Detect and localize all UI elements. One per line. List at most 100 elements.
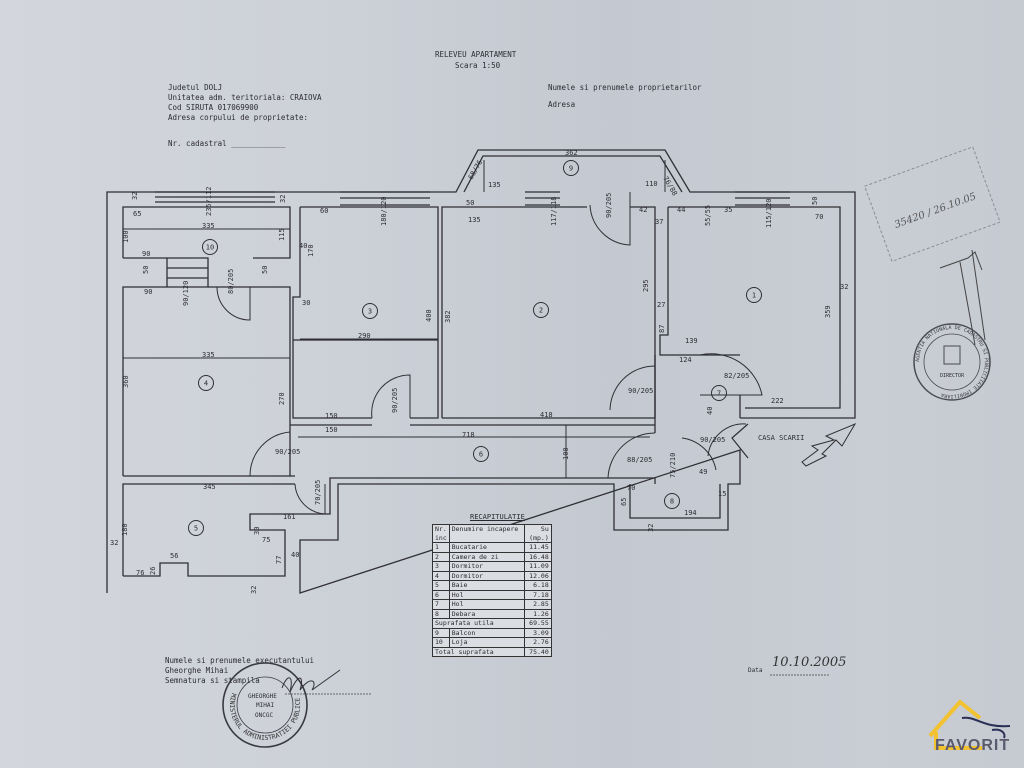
dimension-label: 90 xyxy=(144,288,152,296)
room-number: 10 xyxy=(206,244,214,252)
dimension-label: 35 xyxy=(724,206,732,214)
cadastre-stamp: AGENTIA NATIONALA DE CADASTRU SI PUBLICI… xyxy=(913,323,991,401)
room-number-circle xyxy=(563,160,579,176)
room-1-outline xyxy=(659,206,841,409)
cell-name: Debara xyxy=(448,608,525,619)
cell-nr: 2 xyxy=(432,551,450,562)
stamp-org: ONCGC xyxy=(255,712,273,719)
dimension-label: 335 xyxy=(202,222,215,230)
room-number: 9 xyxy=(569,165,573,173)
room-number: 8 xyxy=(670,498,674,506)
hall-6-outline xyxy=(290,418,656,484)
owners-label: Numele si prenumele proprietarilor xyxy=(548,83,702,92)
dimension-label: 295 xyxy=(642,279,650,292)
cell-nr: 8 xyxy=(432,608,450,619)
north-arrow-icon xyxy=(801,422,857,467)
dimension-label: 222 xyxy=(771,397,784,405)
dimension-label: 90/120 xyxy=(182,281,190,306)
room-number-circle xyxy=(533,302,549,318)
door-arc xyxy=(589,192,631,246)
cell-su: 16.48 xyxy=(523,551,552,562)
cell-nr: 10 xyxy=(432,637,450,648)
room-number-circle xyxy=(202,239,218,255)
dimension-label: 359 xyxy=(824,305,832,318)
room-3-outline xyxy=(292,206,439,419)
dimension-label: 290 xyxy=(358,332,371,340)
dimension-label: 418 xyxy=(540,411,553,419)
room-number-circle xyxy=(746,287,762,303)
door-arc xyxy=(707,423,747,457)
walls xyxy=(106,149,856,594)
dimension-label: 56 xyxy=(170,552,178,560)
date-value: 10.10.2005 xyxy=(772,655,847,670)
cell-su: 1.26 xyxy=(523,608,552,619)
dimension-label: 60 xyxy=(320,207,328,215)
dimension-label: 194 xyxy=(684,509,697,517)
room-number: 6 xyxy=(479,451,483,459)
summary-label: Suprafata utila xyxy=(432,618,525,629)
dimension-label: 44 xyxy=(677,206,685,214)
signature-label: Semnatura si stampila xyxy=(165,676,260,685)
dimension-label: 135 xyxy=(488,181,501,189)
room-number-circle xyxy=(473,446,489,462)
dimension-label: 718 xyxy=(462,431,475,439)
executant-label: Numele si prenumele executantului xyxy=(165,656,315,665)
dimension-label: 82/205 xyxy=(724,372,749,380)
dimension-label: 76/88 xyxy=(661,175,678,197)
logo-text: FAVORIT xyxy=(935,737,1011,754)
cell-name: Dormitor xyxy=(448,561,525,572)
cell-name: Hol xyxy=(448,589,525,600)
dimension-label: 37 xyxy=(655,218,663,226)
room-2-outline xyxy=(441,206,656,419)
address-label: Adresa xyxy=(548,100,576,109)
room-number: 7 xyxy=(717,390,721,398)
dimension-label: 40 xyxy=(291,551,299,559)
dimension-label: 42 xyxy=(639,206,647,214)
dimension-label: 100 xyxy=(562,447,570,460)
dimension-label: 50 xyxy=(466,199,474,207)
cell-su: 12.06 xyxy=(523,570,552,581)
dimension-label: 150 xyxy=(325,412,338,420)
cell-su: 6.18 xyxy=(523,580,552,591)
dimension-label: 15 xyxy=(718,490,726,498)
dimension-line xyxy=(123,160,666,478)
dimension-label: 345 xyxy=(203,483,216,491)
cell-nr: 1 xyxy=(432,542,450,553)
cell-nr: 9 xyxy=(432,627,450,638)
svg-text:AGENTIA NATIONALA DE CADASTRU: AGENTIA NATIONALA DE CADASTRU SI PUBLICI… xyxy=(915,325,989,399)
table-header: Nr. inc Denumire incapere Su (mp.) xyxy=(432,524,552,543)
dimension-label: 32 xyxy=(647,524,655,532)
dimension-label: 26 xyxy=(149,567,157,575)
cell-nr: 4 xyxy=(432,570,450,581)
doors xyxy=(123,160,763,515)
dimension-label: 65 xyxy=(620,498,628,506)
dimension-label: 124 xyxy=(679,356,692,364)
room-number: 2 xyxy=(539,307,543,315)
dimension-label: 76 xyxy=(136,569,144,577)
door-arc xyxy=(249,431,291,477)
door-arc xyxy=(216,286,251,321)
room-number: 5 xyxy=(194,525,198,533)
registration-stamp: 35420 / 26.10.05 xyxy=(863,146,1001,263)
dimension-label: 70 xyxy=(815,213,823,221)
dimension-label: 50 xyxy=(142,266,150,274)
dimension-label: 68/76 xyxy=(467,159,484,181)
door-arc xyxy=(681,437,717,471)
dimension-label: 400 xyxy=(425,309,433,322)
cell-name: Hol xyxy=(448,599,525,610)
door-arc xyxy=(371,374,411,419)
county-label: Judetul DOLJ xyxy=(168,83,223,92)
dimension-label: 32 xyxy=(250,586,258,594)
signature-line xyxy=(285,674,830,695)
stamp-name-first: GHEORGHE xyxy=(248,693,277,700)
cell-nr: 5 xyxy=(432,580,450,591)
